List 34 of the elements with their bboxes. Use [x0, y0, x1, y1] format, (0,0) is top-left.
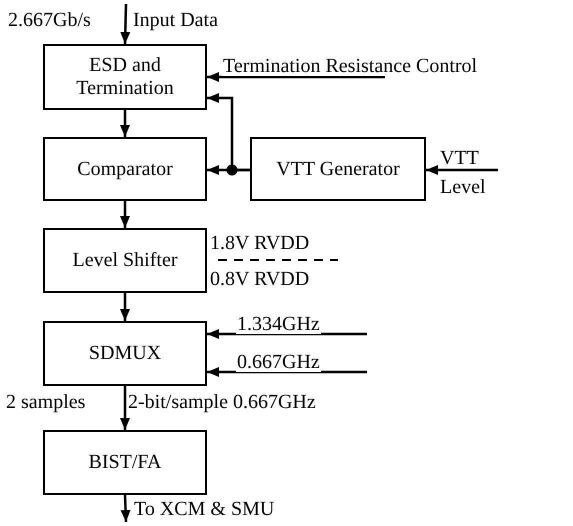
arrow [207, 367, 367, 377]
signal-label: 2 samples [6, 392, 86, 412]
arrow [120, 293, 130, 321]
signal-label: 1.8V RVDD [210, 233, 310, 253]
signal-label: Input Data [133, 10, 218, 30]
arrow [207, 72, 385, 82]
arrow [120, 201, 130, 228]
block-box [43, 137, 207, 201]
block-box [43, 430, 207, 495]
block-label: Comparator [77, 158, 173, 180]
arrow [426, 165, 498, 175]
arrow [120, 386, 130, 430]
arrow [207, 165, 250, 175]
block-label: ESD and Termination [75, 54, 175, 100]
signal-label: VTT [440, 148, 479, 168]
edge-label: 0.667GHz [236, 352, 321, 372]
block-label: Level Shifter [72, 249, 178, 272]
block-label: VTT Generator [276, 158, 400, 180]
arrow [120, 110, 130, 137]
arrow [120, 494, 131, 522]
edge-label: 1.334GHz [236, 314, 321, 334]
block-label: BIST/FA [88, 451, 162, 474]
edge-label: Termination Resistance Control [222, 56, 478, 76]
arrow [120, 4, 130, 44]
block-label: SDMUX [88, 342, 162, 365]
block-box [43, 228, 207, 293]
signal-label: 0.8V RVDD [210, 269, 310, 289]
signal-label: Level [440, 177, 486, 197]
block-box [43, 44, 207, 110]
signal-label: 2-bit/sample 0.667GHz [128, 392, 316, 412]
block-box [43, 321, 207, 386]
signal-label: 2.667Gb/s [8, 10, 91, 30]
arrow [207, 329, 367, 339]
block-box [250, 137, 426, 201]
